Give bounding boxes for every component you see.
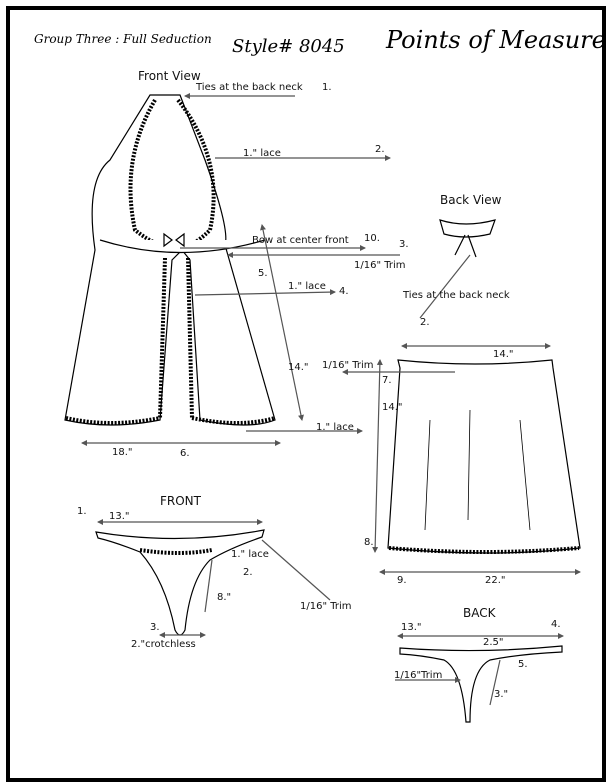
- thong-front-pom-3: 3.: [150, 622, 160, 633]
- skirt-pom-9: 9.: [397, 575, 407, 586]
- front-lace-label: 1." lace: [288, 281, 326, 292]
- hem-lace-label: 1." lace: [316, 422, 354, 433]
- ties-back-neck-label: Ties at the back neck: [195, 82, 303, 93]
- skirt-sweep: 22.": [485, 575, 506, 586]
- pom-1: 1.: [322, 82, 332, 93]
- pom-6: 6.: [180, 448, 190, 459]
- pom-10: 10.: [364, 233, 380, 244]
- thong-back-drawing: [399, 645, 563, 723]
- thong-front-trim: 1/16" Trim: [300, 601, 352, 612]
- page-title: Points of Measure: [385, 26, 606, 54]
- back-ties-label: Ties at the back neck: [402, 290, 510, 301]
- pom-4: 4.: [339, 286, 349, 297]
- thong-back-pom-4: 4.: [551, 619, 561, 630]
- thong-front-pom-1: 1.: [77, 506, 87, 517]
- group-title: Group Three : Full Seduction: [34, 32, 212, 46]
- thong-front-waist: 13.": [109, 511, 130, 522]
- babydoll-length: 14.": [288, 362, 309, 373]
- skirt-pom-7: 7.: [382, 375, 392, 386]
- thong-back-waist: 13.": [401, 622, 422, 633]
- skirt-drawing: [387, 359, 581, 554]
- page-border: [6, 6, 606, 782]
- thong-front-crotch: 2."crotchless: [131, 639, 196, 650]
- thong-back-title: BACK: [463, 606, 497, 620]
- thong-front-lace: 1." lace: [231, 549, 269, 560]
- back-view-label: Back View: [440, 193, 502, 207]
- skirt-trim-label: 1/16" Trim: [322, 360, 374, 371]
- style-number: Style# 8045: [232, 36, 345, 57]
- back-view-drawing: [439, 219, 496, 258]
- front-view-label: Front View: [138, 69, 201, 83]
- pom-5: 5.: [258, 268, 268, 279]
- under-bust-trim-label: 1/16" Trim: [354, 260, 406, 271]
- thong-front-pom-2: 2.: [243, 567, 253, 578]
- thong-front-rise: 8.": [217, 592, 231, 603]
- neck-lace-label: 1." lace: [243, 148, 281, 159]
- pom-2: 2.: [375, 144, 385, 155]
- skirt-pom-8: 8.: [364, 537, 374, 548]
- skirt-width: 14.": [493, 349, 514, 360]
- back-pom-2: 2.: [420, 317, 430, 328]
- thong-back-rise: 3.": [494, 689, 508, 700]
- thong-back-trim: 1/16"Trim: [394, 670, 442, 681]
- skirt-length: 14.": [382, 402, 403, 413]
- babydoll-front-drawing: [64, 94, 276, 426]
- thong-back-band: 2.5": [483, 637, 504, 648]
- thong-front-drawing: [95, 529, 265, 636]
- thong-back-pom-5: 5.: [518, 659, 528, 670]
- pom-3: 3.: [399, 239, 409, 250]
- babydoll-sweep: 18.": [112, 447, 133, 458]
- thong-front-title: FRONT: [160, 494, 202, 508]
